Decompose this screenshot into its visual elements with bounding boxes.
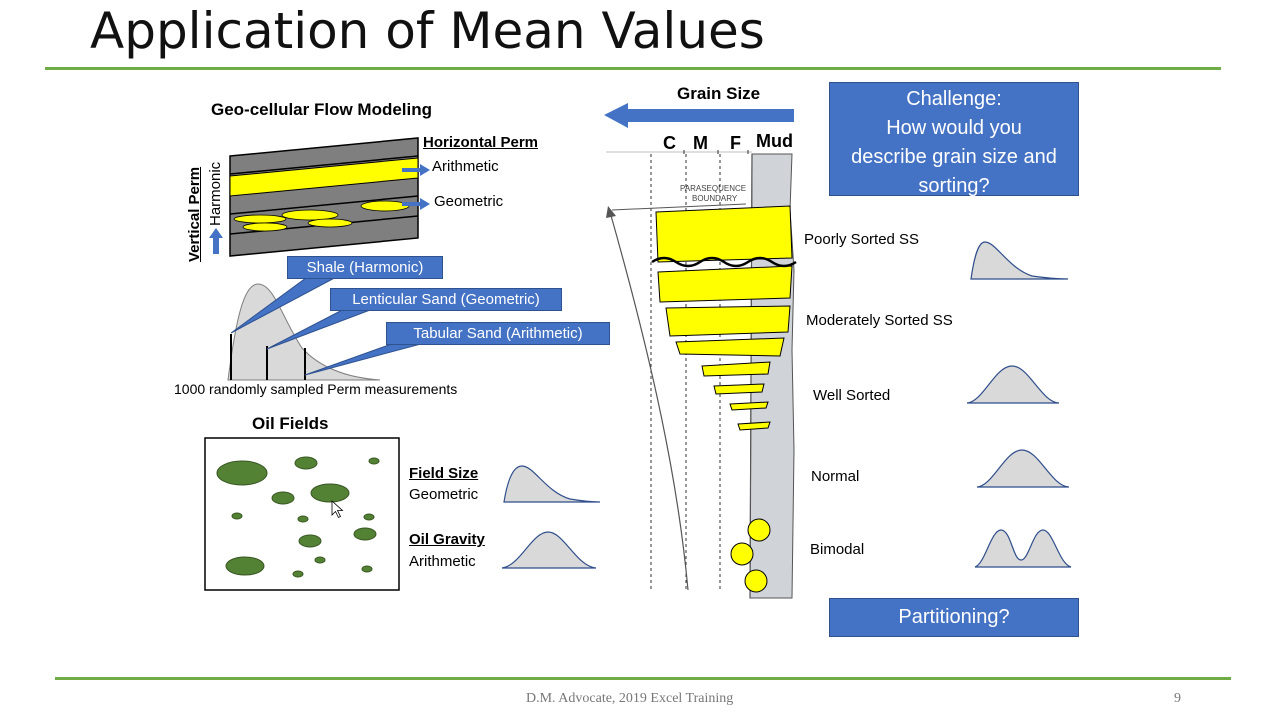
boundary-label: BOUNDARY [692, 194, 738, 203]
lens-shape [307, 218, 353, 228]
erosion-surface [651, 256, 797, 268]
mouse-cursor-icon [331, 500, 344, 519]
partitioning-label: Partitioning? [898, 606, 1010, 628]
footer-text: D.M. Advocate, 2019 Excel Training [526, 691, 734, 706]
layer-model-diagram [209, 137, 430, 257]
grain-size-heading: Grain Size [677, 84, 761, 103]
layer-block [229, 137, 419, 257]
oil-field-shape [231, 512, 243, 520]
lens-shape [233, 214, 287, 224]
sand-bed [713, 383, 765, 395]
vertical-arrow-icon [209, 228, 223, 254]
stratigraphic-log: PARASEQUENCE BOUNDARY [606, 150, 797, 599]
oil-gravity-method: Arithmetic [409, 553, 476, 570]
oil-fields-map [204, 437, 400, 591]
partitioning-box: Partitioning? [829, 598, 1079, 637]
oil-field-shape [294, 456, 318, 470]
field-size-curve [503, 465, 601, 503]
parasequence-label: PARASEQUENCE [680, 184, 746, 193]
sand-bed [729, 401, 769, 411]
oil-gravity-heading: Oil Gravity [409, 531, 485, 548]
sand-nodule [747, 518, 771, 542]
challenge-line-4: sorting? [918, 175, 990, 197]
challenge-line-2: How would you [886, 117, 1022, 139]
geometric-arrow-icon [402, 198, 430, 210]
challenge-line-3: describe grain size and [851, 146, 1057, 168]
oil-field-shape [314, 556, 326, 564]
oil-field-shape [353, 527, 377, 541]
sand-bed [737, 421, 771, 431]
slide-title: Application of Mean Values [90, 2, 765, 60]
oil-field-shape [271, 491, 295, 505]
sand-bed [665, 305, 791, 337]
sand-bed [701, 361, 771, 377]
arithmetic-arrow-icon [402, 164, 430, 176]
lens-shape [281, 209, 339, 221]
oil-field-shape [225, 556, 265, 576]
poorly-sorted-curve [970, 241, 1069, 280]
sand-bed [655, 205, 793, 263]
sorting-label-normal: Normal [811, 468, 860, 485]
sand-bed [657, 265, 793, 303]
column-coarse: C [663, 133, 676, 153]
fining-trend-arrow [609, 211, 689, 591]
sorting-label-moderately: Moderately Sorted SS [806, 312, 953, 329]
sorting-label-poorly: Poorly Sorted SS [804, 231, 920, 248]
lens-shape [242, 222, 288, 232]
column-medium: M [693, 133, 708, 153]
lens-shape [360, 200, 410, 212]
histogram-caption: 1000 randomly sampled Perm measurements [174, 381, 458, 397]
vertical-perm-heading: Vertical Perm [186, 166, 203, 262]
sand-bed [675, 337, 785, 357]
oil-field-shape [292, 570, 304, 578]
sand-nodule [744, 569, 768, 593]
callout-shale: Shale (Harmonic) [287, 256, 443, 279]
well-sorted-curve [966, 365, 1060, 404]
page-number: 9 [1174, 691, 1181, 706]
geometric-label: Geometric [434, 193, 504, 210]
bimodal-curve [974, 529, 1072, 568]
callout-tabular-sand: Tabular Sand (Arithmetic) [386, 322, 610, 345]
challenge-line-1: Challenge: [906, 88, 1002, 110]
oil-field-shape [363, 513, 375, 521]
sand-nodule [730, 542, 754, 566]
field-size-method: Geometric [409, 486, 479, 503]
oil-fields-heading: Oil Fields [252, 414, 329, 433]
column-mud: Mud [756, 131, 793, 151]
flow-model-heading: Geo-cellular Flow Modeling [211, 100, 433, 119]
field-size-heading: Field Size [409, 465, 479, 482]
callout-pointers [230, 274, 433, 376]
footer-rule [55, 677, 1231, 680]
oil-field-shape [298, 534, 322, 548]
oil-field-shape [297, 515, 309, 523]
harmonic-label: Harmonic [207, 161, 224, 226]
column-fine: F [730, 133, 741, 153]
tabular-sand-layer [229, 157, 419, 197]
challenge-box: Challenge: How would you describe grain … [829, 82, 1079, 197]
oil-gravity-curve [501, 531, 597, 569]
oil-field-shape [216, 460, 268, 486]
oil-field-shape [361, 565, 373, 573]
sorting-label-well: Well Sorted [813, 387, 891, 404]
horizontal-perm-heading: Horizontal Perm [423, 134, 539, 151]
grain-size-arrow-icon [604, 103, 794, 128]
arithmetic-label: Arithmetic [432, 158, 499, 175]
oil-field-shape [368, 457, 380, 465]
sorting-label-bimodal: Bimodal [810, 541, 865, 558]
oil-field-shape [310, 483, 350, 503]
title-underline [45, 67, 1221, 70]
normal-curve [976, 449, 1070, 488]
callout-lenticular-sand: Lenticular Sand (Geometric) [330, 288, 562, 311]
